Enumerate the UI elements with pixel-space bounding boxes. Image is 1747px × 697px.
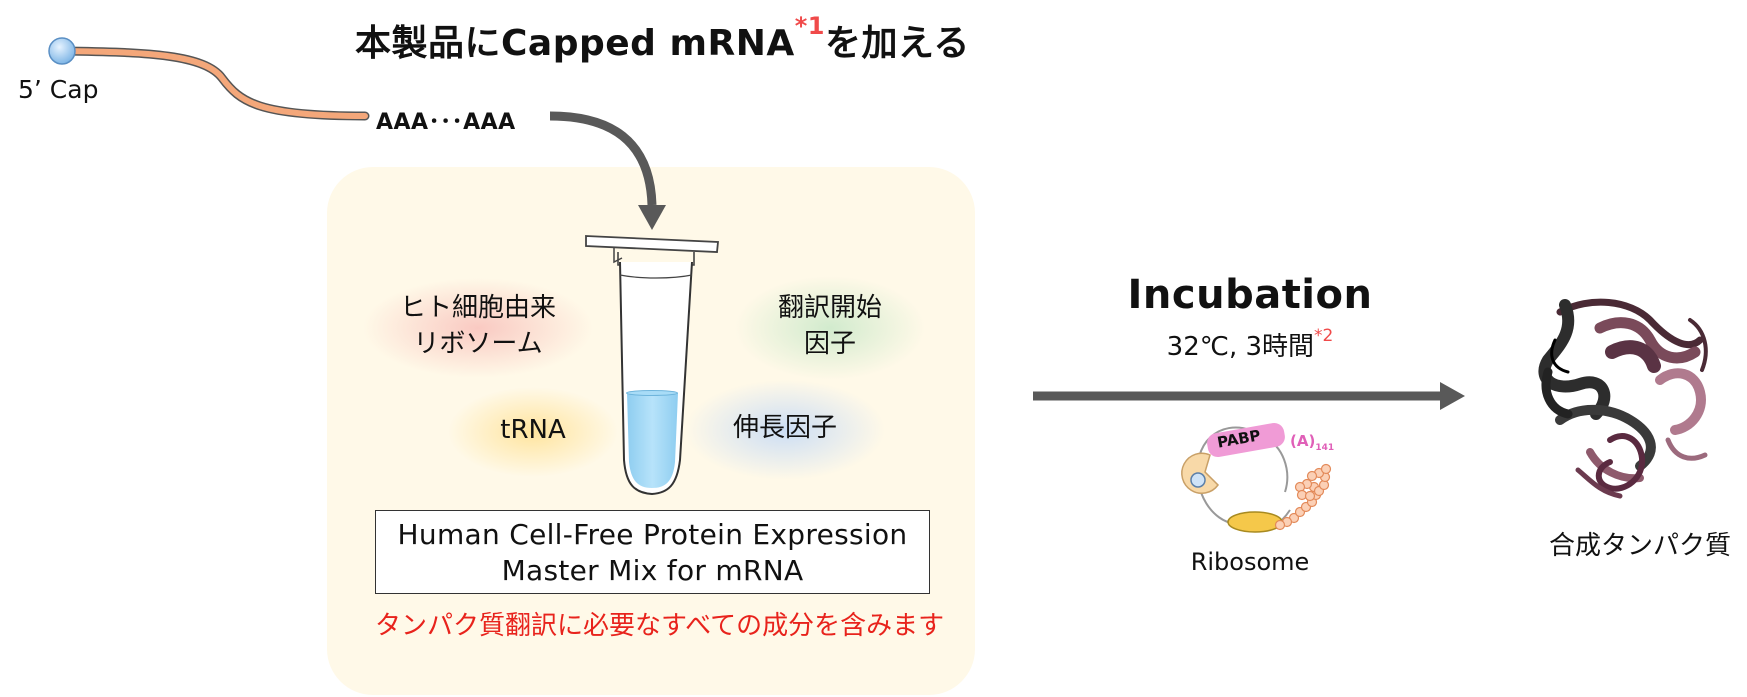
polya-tail-label: (A)141 xyxy=(1290,432,1335,453)
incubation-condition: 32℃, 3時間*2 xyxy=(1166,326,1334,362)
ribosome-component: ヒト細胞由来 リボソーム xyxy=(383,290,573,362)
product-name-box: Human Cell-Free Protein Expression Maste… xyxy=(375,510,930,594)
initiation-component: 翻訳開始 因子 xyxy=(760,290,900,362)
add-arrow xyxy=(549,111,657,206)
incubation-title: Incubation xyxy=(1127,272,1373,318)
trna-blob xyxy=(448,387,618,477)
elongation-blob xyxy=(685,380,885,480)
ribosome-blob xyxy=(363,278,593,378)
initiation-blob xyxy=(735,276,925,380)
mrna-strand xyxy=(57,46,370,121)
elongation-component: 伸長因子 xyxy=(732,413,837,443)
product-name-line1: Human Cell-Free Protein Expression xyxy=(397,518,908,551)
initiation-line2: 因子 xyxy=(803,329,856,359)
protein-ribbon-icon xyxy=(1538,298,1708,499)
ribosome-line1: ヒト細胞由来 xyxy=(399,293,556,323)
footnote-marker-2: *2 xyxy=(1314,326,1334,346)
footnote-marker-1: *1 xyxy=(794,12,825,40)
initiation-line1: 翻訳開始 xyxy=(777,293,882,323)
tube-icon xyxy=(585,235,719,496)
ribosome-label: Ribosome xyxy=(1190,548,1310,576)
polya-label: AAA･･･AAA xyxy=(376,110,516,135)
cap-label: 5’ Cap xyxy=(18,75,99,104)
ribosome-line2: リボソーム xyxy=(413,329,543,359)
product-name-line2: Master Mix for mRNA xyxy=(501,554,804,587)
polya-tail-count: 141 xyxy=(1315,443,1335,453)
protein-label: 合成タンパク質 xyxy=(1548,531,1731,561)
trna-component: tRNA xyxy=(500,415,566,445)
cap-ball-icon xyxy=(48,37,76,65)
ribosome-icon xyxy=(1181,422,1332,533)
product-note: タンパク質翻訳に必要なすべての成分を含みます xyxy=(375,611,945,641)
page-title: 本製品にCapped mRNA*1を加える xyxy=(355,12,970,64)
